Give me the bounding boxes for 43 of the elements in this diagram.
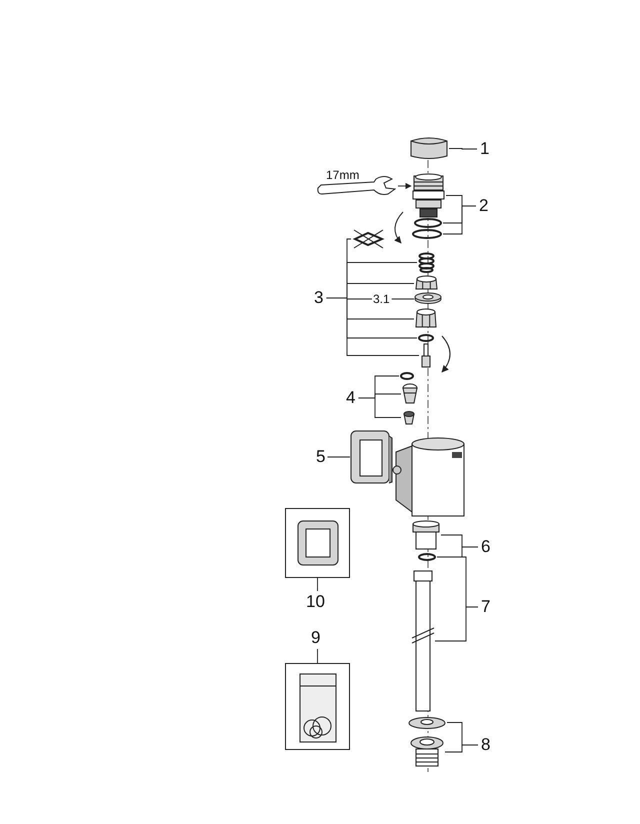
leader-line (358, 398, 402, 418)
fitting-drawing (410, 736, 444, 768)
leader-line (434, 606, 478, 642)
disc-drawing (414, 292, 442, 304)
callout-number: 1 (480, 139, 490, 159)
leader-line (327, 456, 350, 458)
callout-number: 7 (481, 597, 490, 617)
dimension-text: 17mm (326, 168, 360, 182)
cover-frame-drawing (350, 430, 393, 485)
leader-line (444, 744, 478, 752)
rosette-drawing (408, 716, 446, 729)
leader-line (317, 578, 318, 592)
o-ring-drawing (412, 229, 442, 239)
spring-drawing (418, 252, 435, 273)
o-ring-drawing (400, 372, 414, 380)
leader-line (442, 206, 476, 234)
pin-drawing (420, 343, 432, 368)
callout-number: 5 (316, 447, 326, 467)
nut-drawing (415, 308, 437, 330)
cap-drawing (410, 137, 448, 160)
leader-line (391, 298, 414, 300)
crossed-out-gasket-drawing (352, 228, 385, 250)
callout-number: 4 (346, 388, 356, 408)
sleeve-drawing (412, 520, 440, 550)
washer-drawing (418, 553, 436, 561)
piston-drawing (402, 383, 418, 405)
pipe-drawing (412, 570, 434, 712)
washer-drawing (418, 334, 434, 342)
leader-line (317, 648, 318, 664)
callout-number: 8 (481, 735, 490, 755)
cone-drawing (402, 410, 416, 425)
callout-number: 6 (481, 537, 490, 557)
callout-number: 10 (306, 592, 325, 612)
callout-number: 9 (311, 628, 320, 648)
callout-number: 3.1 (373, 291, 390, 307)
nut-drawing (415, 275, 438, 292)
cartridge-drawing (412, 173, 445, 218)
callout-number: 2 (479, 196, 488, 216)
leader-line (326, 298, 420, 356)
arrow (398, 182, 412, 190)
leader-line (448, 148, 478, 150)
callout-number: 3 (314, 288, 324, 308)
o-ring-drawing (414, 218, 442, 228)
